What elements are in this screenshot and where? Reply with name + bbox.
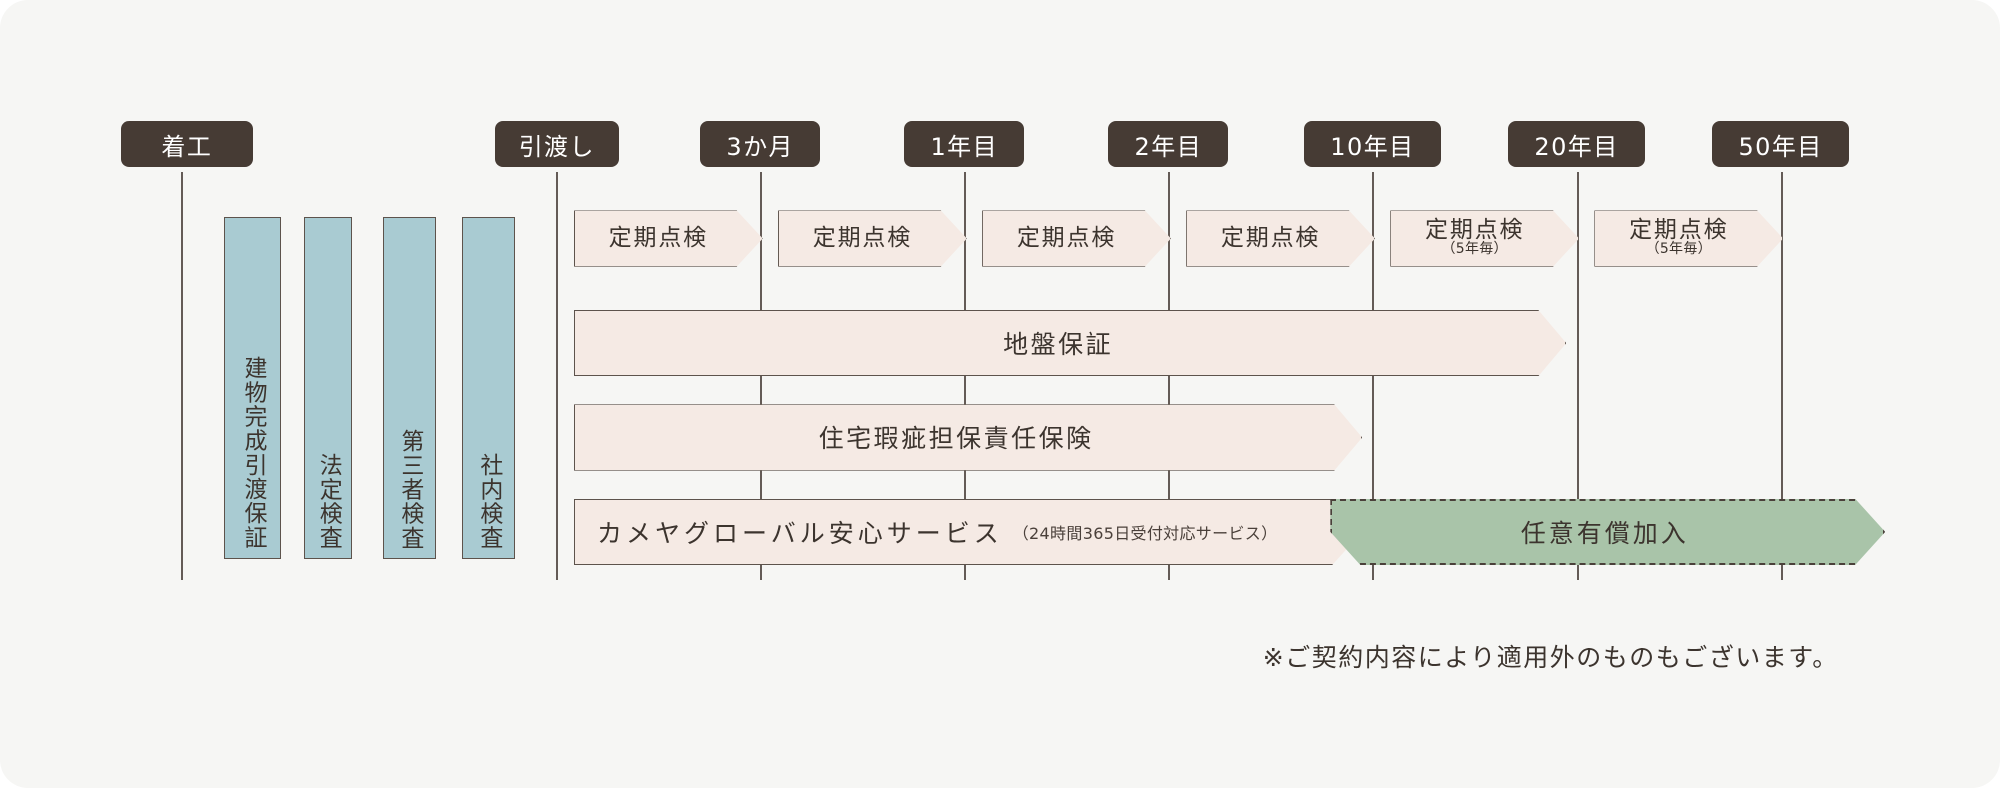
- periodic-inspection-label: 定期点検: [1220, 224, 1321, 251]
- timeline-rule-4: [1168, 172, 1171, 581]
- service-bar-sublabel: （24時間365日受付対応サービス）: [1012, 523, 1278, 543]
- periodic-inspection-1: 定期点検: [778, 210, 967, 266]
- warranty-bar-label: 地盤保証: [1003, 330, 1114, 360]
- milestone-pill-2: 3か月: [700, 121, 821, 168]
- milestone-label: 着工: [161, 132, 213, 161]
- timeline-rule-0: [181, 172, 184, 581]
- inspection-bar-label: 第三者検査: [396, 428, 423, 550]
- periodic-inspection-3: 定期点検: [1186, 210, 1375, 266]
- timeline-rule-5: [1372, 172, 1375, 581]
- periodic-inspection-label: 定期点検: [1016, 224, 1117, 251]
- milestone-label: 20年目: [1534, 132, 1619, 161]
- milestone-pill-0: 着工: [121, 121, 253, 168]
- service-bar: カメヤグローバル安心サービス （24時間365日受付対応サービス）: [574, 499, 1362, 565]
- timeline-rule-3: [964, 172, 967, 581]
- periodic-inspection-label: 定期点検: [608, 224, 709, 251]
- periodic-inspection-label: 定期点検: [812, 224, 913, 251]
- milestone-label: 引渡し: [518, 132, 595, 161]
- optional-service-bar: 任意有償加入: [1330, 499, 1885, 565]
- inspection-bar-label: 法定検査: [315, 453, 342, 550]
- milestone-pill-4: 2年目: [1108, 121, 1229, 168]
- timeline-rule-1: [556, 172, 559, 581]
- periodic-inspection-label: 定期点検: [1629, 217, 1729, 244]
- inspection-bar-0: 建物完成引渡保証: [224, 216, 281, 559]
- milestone-pill-6: 20年目: [1507, 121, 1646, 168]
- inspection-bar-label: 社内検査: [475, 453, 502, 550]
- milestone-pill-3: 1年目: [904, 121, 1025, 168]
- periodic-inspection-2: 定期点検: [982, 210, 1171, 266]
- milestone-label: 10年目: [1330, 132, 1415, 161]
- timeline-rule-6: [1576, 172, 1579, 581]
- warranty-bar-1: 住宅瑕疵担保責任保険: [574, 404, 1362, 470]
- periodic-inspection-0: 定期点検: [574, 210, 763, 266]
- service-bar-label: カメヤグローバル安心サービス: [596, 518, 1003, 548]
- inspection-bar-3: 社内検査: [461, 216, 516, 559]
- timeline-rule-7: [1780, 172, 1783, 581]
- periodic-inspection-label: 定期点検: [1424, 217, 1525, 244]
- periodic-inspection-sublabel: （5年毎）: [1645, 241, 1712, 258]
- timeline-rule-2: [760, 172, 763, 581]
- warranty-bar-0: 地盤保証: [574, 310, 1566, 376]
- milestone-label: 2年目: [1134, 132, 1203, 161]
- milestone-pill-7: 50年目: [1711, 121, 1850, 168]
- milestone-pill-5: 10年目: [1303, 121, 1442, 168]
- milestone-pill-1: 引渡し: [494, 121, 619, 168]
- milestone-label: 1年目: [930, 132, 999, 161]
- milestone-label: 3か月: [726, 132, 794, 161]
- periodic-inspection-4: 定期点検（5年毎）: [1390, 210, 1579, 266]
- periodic-inspection-sublabel: （5年毎）: [1441, 241, 1508, 258]
- optional-service-label: 任意有償加入: [1520, 518, 1689, 548]
- footnote: ※ご契約内容により適用外のものもございます。: [1262, 642, 1839, 672]
- periodic-inspection-5: 定期点検（5年毎）: [1594, 210, 1783, 266]
- inspection-bar-label: 建物完成引渡保証: [239, 356, 266, 550]
- inspection-bar-1: 法定検査: [303, 216, 353, 559]
- inspection-bar-2: 第三者検査: [382, 216, 437, 559]
- warranty-bar-label: 住宅瑕疵担保責任保険: [818, 424, 1094, 454]
- milestone-label: 50年目: [1738, 132, 1823, 161]
